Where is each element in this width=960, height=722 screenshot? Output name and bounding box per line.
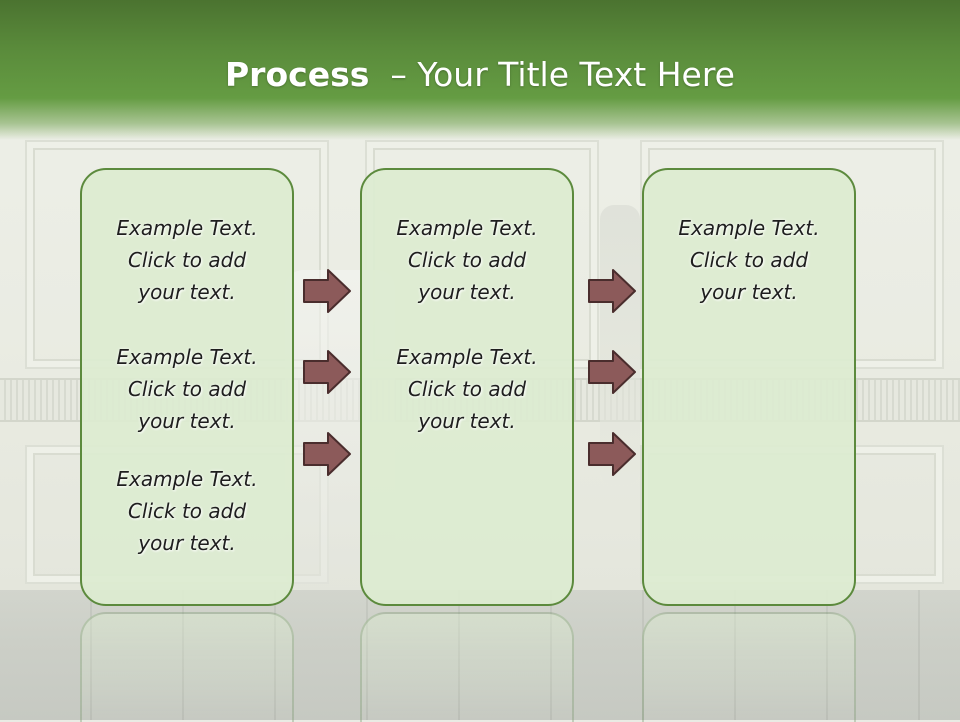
process-box-1[interactable]: Example Text. Click to add your text. Ex… [80,168,294,606]
box-reflection [80,612,294,722]
text-line: your text. [418,409,516,433]
text-line: Click to add [407,377,527,401]
text-placeholder[interactable]: Example Text. Click to add your text. [362,212,572,308]
right-arrow-icon[interactable] [302,431,352,477]
title-bold: Process [225,55,370,94]
right-arrow-icon[interactable] [587,268,637,314]
right-arrow-icon[interactable] [302,349,352,395]
right-arrow-icon[interactable] [302,268,352,314]
text-placeholder[interactable]: Example Text. Click to add your text. [644,212,854,308]
text-line: Click to add [407,248,527,272]
process-box-3[interactable]: Example Text. Click to add your text. [642,168,856,606]
slide-title[interactable]: Process – Your Title Text Here [0,52,960,98]
text-placeholder[interactable]: Example Text. Click to add your text. [82,341,292,437]
text-line: Click to add [127,248,247,272]
text-line: Example Text. [116,467,258,491]
title-rest: – Your Title Text Here [390,55,735,94]
text-line: your text. [138,531,236,555]
text-line: Click to add [127,499,247,523]
right-arrow-icon[interactable] [587,349,637,395]
text-line: your text. [138,409,236,433]
text-line: Example Text. [678,216,820,240]
box-reflection [360,612,574,722]
right-arrow-icon[interactable] [587,431,637,477]
text-line: Click to add [127,377,247,401]
text-placeholder[interactable]: Example Text. Click to add your text. [362,341,572,437]
title-banner [0,0,960,140]
text-placeholder[interactable]: Example Text. Click to add your text. [82,463,292,559]
text-line: Example Text. [396,216,538,240]
text-line: your text. [138,280,236,304]
text-placeholder[interactable]: Example Text. Click to add your text. [82,212,292,308]
process-box-2[interactable]: Example Text. Click to add your text. Ex… [360,168,574,606]
text-line: Click to add [689,248,809,272]
text-line: your text. [700,280,798,304]
box-reflection [642,612,856,722]
text-line: Example Text. [116,216,258,240]
floor [0,590,960,720]
text-line: Example Text. [116,345,258,369]
text-line: your text. [418,280,516,304]
text-line: Example Text. [396,345,538,369]
